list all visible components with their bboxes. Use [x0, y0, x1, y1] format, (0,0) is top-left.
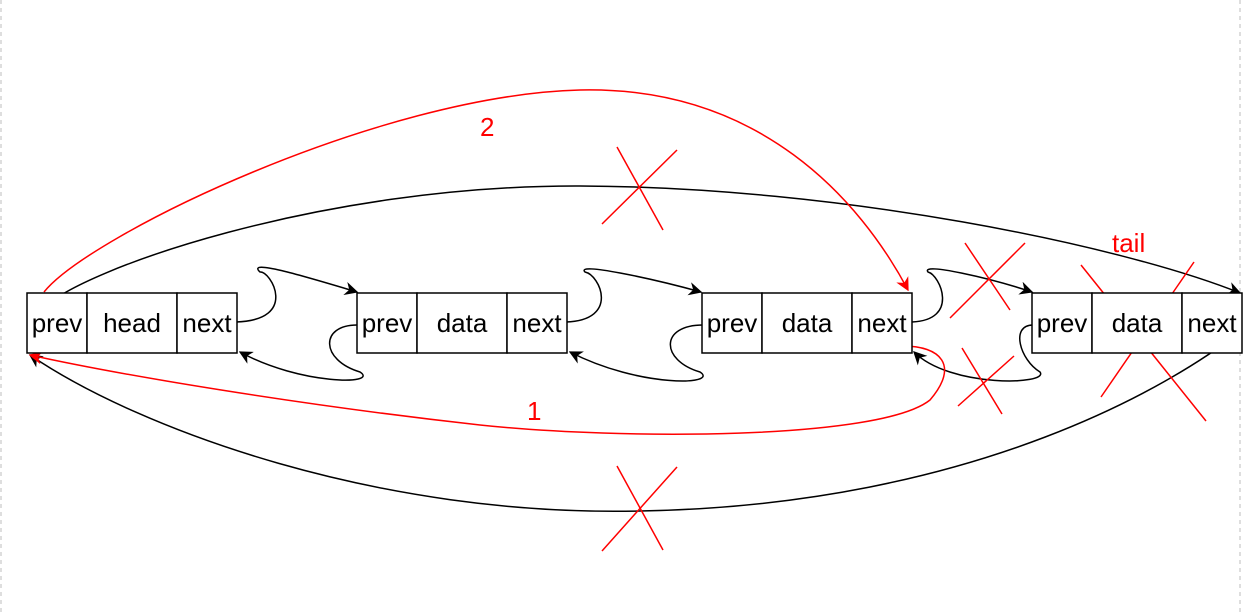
head-node: prev head next — [26, 292, 238, 354]
head-node-cell-label-1: head — [103, 308, 161, 338]
node-3: prev data next — [701, 292, 913, 354]
cross-tail-to-node3-edge — [957, 347, 1015, 415]
head-node-cell-2 — [176, 292, 238, 354]
red-edges — [28, 89, 946, 435]
cross-top-edge — [601, 146, 678, 231]
edge-node2-next-to-node3-prev — [565, 268, 703, 323]
tail-node-cell-label-1: data — [1112, 308, 1163, 338]
cross-bottom-edge — [601, 465, 678, 552]
black-edges — [28, 185, 1243, 513]
edge-tail-prev-to-node3-next — [913, 324, 1042, 382]
node-3-cell-label-0: prev — [707, 308, 758, 338]
tail-node-cell-0 — [1031, 292, 1093, 354]
node-2: prev data next — [356, 292, 568, 354]
tail-node: prev data next — [1031, 292, 1243, 354]
head-node-cell-label-2: next — [182, 308, 232, 338]
node-3-cell-2 — [851, 292, 913, 354]
label-tail: tail — [1112, 228, 1145, 258]
node-3-cell-label-2: next — [857, 308, 907, 338]
edge-tail-next-to-head-prev — [28, 329, 1243, 513]
cross-node3-to-tail-edge — [949, 242, 1026, 319]
edge-node3-prev-to-node2-next — [568, 324, 704, 382]
head-node-cell-1 — [86, 292, 178, 354]
edge-1-node3-next-to-head-prev — [28, 345, 946, 435]
edge-node2-prev-to-head-next — [238, 324, 364, 381]
node-3-cell-0 — [701, 292, 763, 354]
tail-node-cell-2 — [1181, 292, 1243, 354]
edge-node3-next-to-tail-prev — [911, 268, 1034, 323]
edge-2-head-prev-to-node3-next — [43, 89, 909, 293]
head-node-cell-label-0: prev — [32, 308, 83, 338]
cross-marks — [601, 146, 1207, 552]
label-step-1: 1 — [527, 396, 541, 426]
node-2-cell-1 — [416, 292, 508, 354]
node-3-cell-1 — [761, 292, 853, 354]
node-2-cell-2 — [506, 292, 568, 354]
node-3-cell-label-1: data — [782, 308, 833, 338]
tail-node-cell-label-2: next — [1187, 308, 1237, 338]
node-2-cell-label-2: next — [512, 308, 562, 338]
node-2-cell-label-0: prev — [362, 308, 413, 338]
edge-head-next-to-node2-prev — [235, 266, 359, 323]
tail-node-cell-label-0: prev — [1037, 308, 1088, 338]
node-2-cell-label-1: data — [437, 308, 488, 338]
edge-head-prev-to-tail-next — [43, 185, 1242, 309]
label-step-2: 2 — [480, 112, 494, 142]
